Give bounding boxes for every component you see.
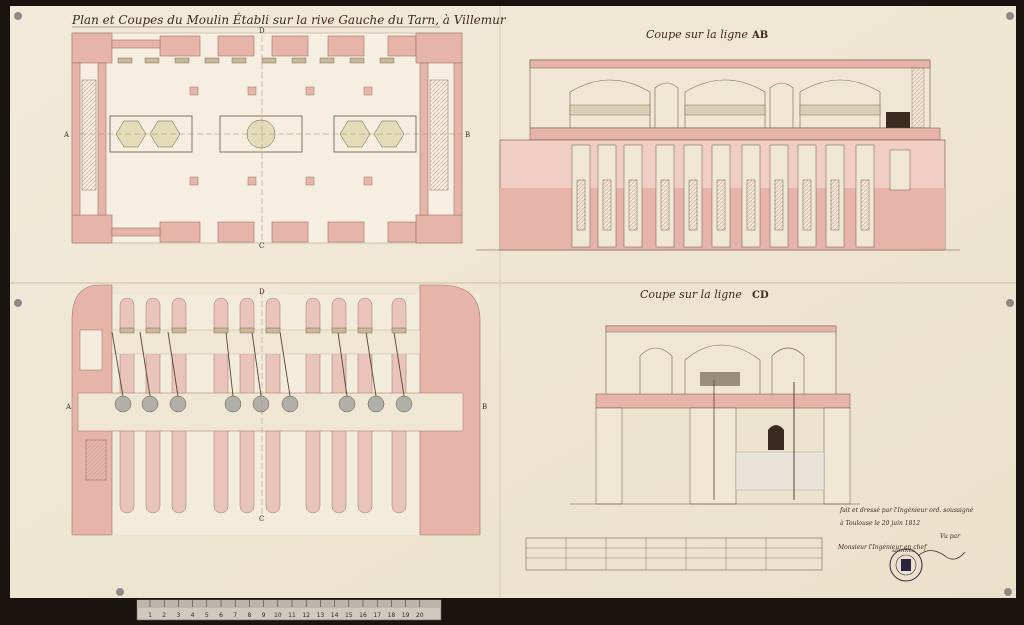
- signature-flourish: [917, 550, 966, 560]
- section-cd-title: Coupe sur la ligne: [640, 288, 742, 301]
- ruler-number: 9: [262, 612, 266, 619]
- section-cd: Coupe sur la ligne CD: [570, 288, 860, 505]
- ruler-number: 12: [302, 612, 310, 619]
- ruler-number: 17: [373, 612, 381, 619]
- ruler-number: 2: [162, 612, 166, 619]
- ruler-number: 18: [388, 612, 396, 619]
- label-b-top: B: [465, 131, 470, 139]
- stamp-text: ARCHIVES: [891, 548, 915, 553]
- ruler-number: 19: [402, 612, 410, 619]
- ruler-number: 20: [416, 612, 424, 619]
- ruler-number: 16: [359, 612, 367, 619]
- section-ab-letters: AB: [751, 30, 768, 41]
- signature-block: fait et dressé par l'Ingénieur ord. sous…: [837, 507, 974, 560]
- ruler-number: 3: [176, 612, 180, 619]
- label-a-top: A: [63, 131, 70, 139]
- section-cd-letters: CD: [752, 290, 769, 301]
- ruler-number: 5: [205, 612, 209, 619]
- ruler-number: 13: [317, 612, 325, 619]
- upper-floor-plan: D C A B: [63, 27, 470, 250]
- ruler-number: 6: [219, 612, 223, 619]
- section-ab: Coupe sur la ligne AB: [476, 28, 960, 251]
- pin-icon: [1006, 299, 1014, 307]
- label-d-bottom: D: [259, 288, 265, 296]
- ruler-number: 4: [191, 612, 195, 619]
- label-d-top: D: [259, 27, 265, 35]
- note-line-4: Monsieur l'Ingénieur en chef: [837, 544, 928, 551]
- note-line-3: Vu par: [940, 533, 961, 540]
- note-line-2: à Toulouse le 20 juin 1812: [840, 520, 920, 527]
- section-ab-title: Coupe sur la ligne: [646, 28, 748, 41]
- sheet-title: Plan et Coupes du Moulin Établi sur la r…: [71, 12, 507, 27]
- scale-bar: [525, 537, 823, 571]
- ruler-number: 10: [274, 612, 282, 619]
- ruler-number: 8: [247, 612, 251, 619]
- ruler-number: 1: [148, 612, 152, 619]
- ruler-number: 15: [345, 612, 353, 619]
- pin-icon: [116, 588, 124, 596]
- pin-icon: [14, 12, 22, 20]
- pin-icon: [14, 299, 22, 307]
- pin-icon: [1006, 12, 1014, 20]
- ruler-number: 7: [233, 612, 237, 619]
- archive-stamp: ARCHIVES: [889, 548, 923, 582]
- ruler-number: 14: [331, 612, 339, 619]
- label-c-top: C: [259, 242, 264, 250]
- pin-icon: [1004, 588, 1012, 596]
- ruler-number: 11: [288, 612, 296, 619]
- lower-floor-plan: D C A B: [65, 284, 487, 536]
- label-b-bottom: B: [482, 403, 487, 411]
- label-c-bottom: C: [259, 515, 264, 523]
- note-line-1: fait et dressé par l'Ingénieur ord. sous…: [839, 507, 974, 514]
- label-a-bottom: A: [65, 403, 72, 411]
